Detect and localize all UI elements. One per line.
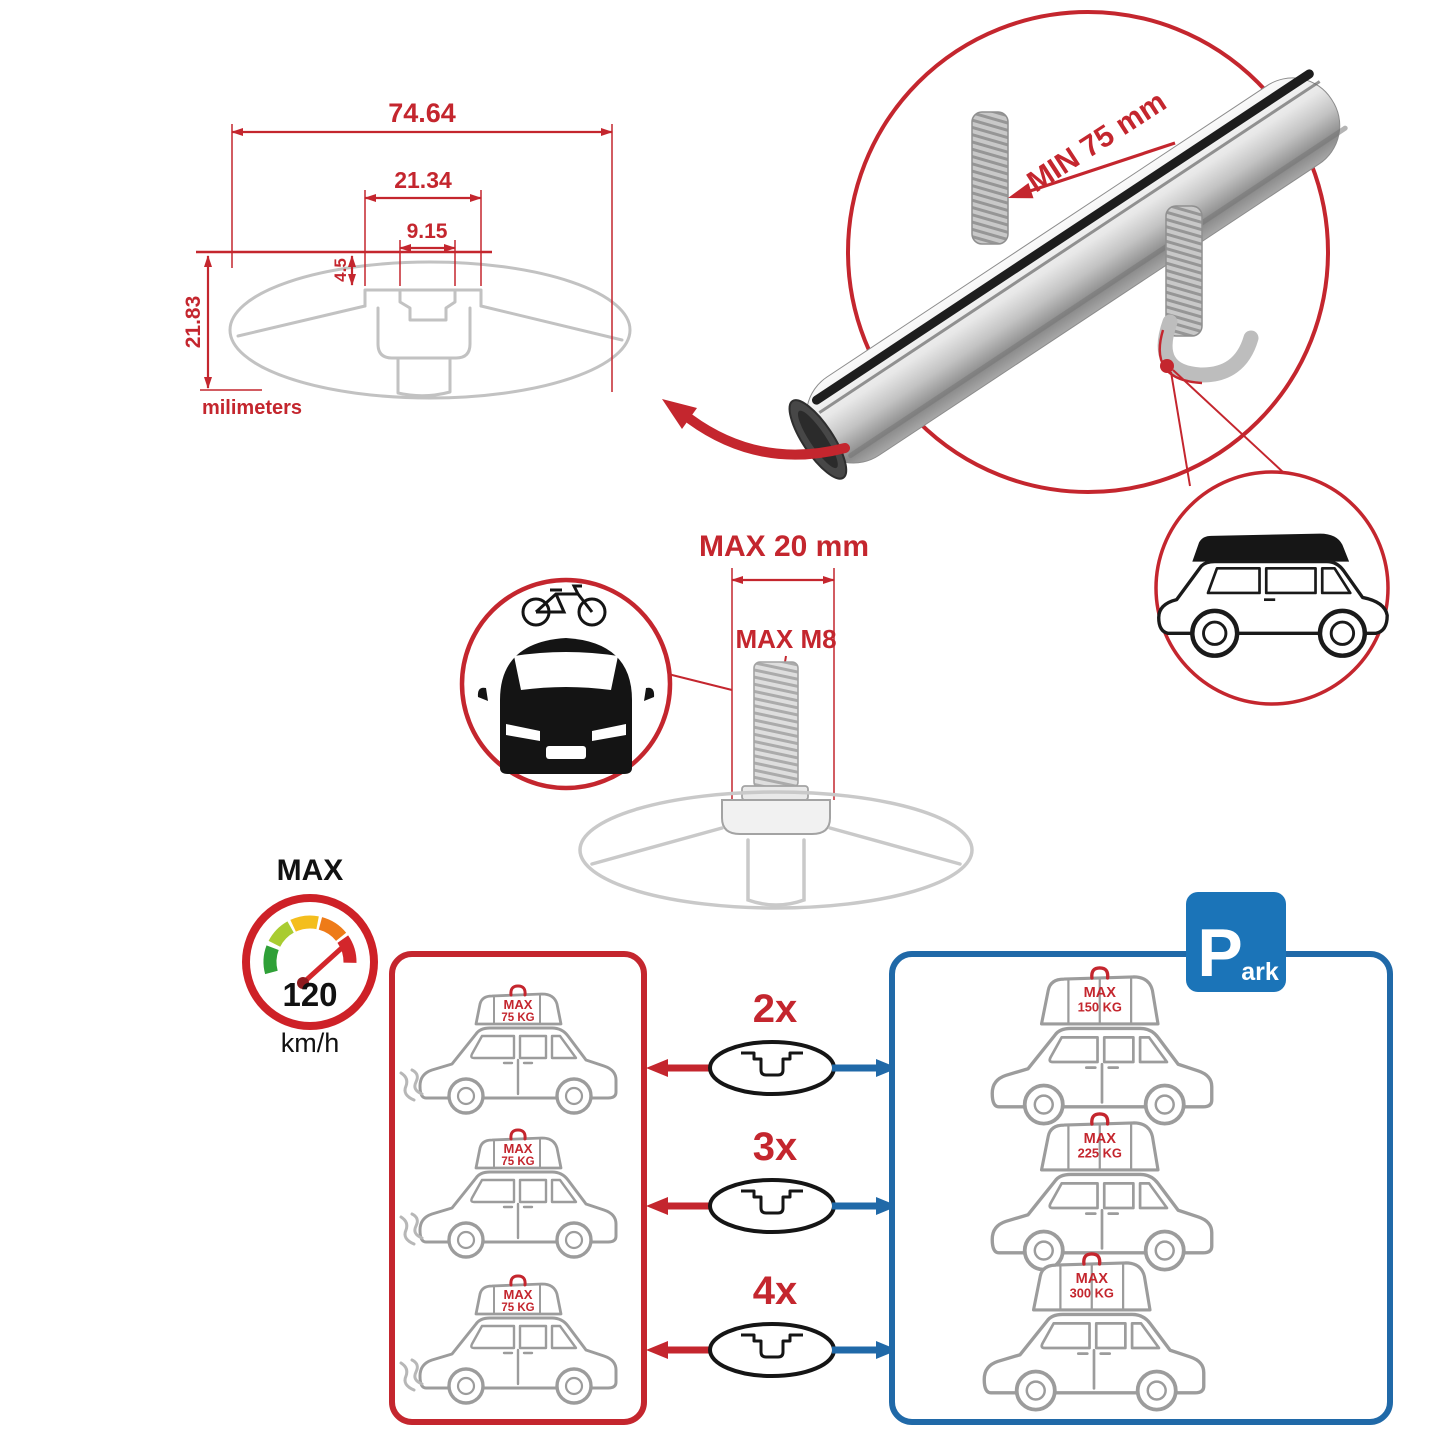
left-arrow-icon xyxy=(646,1341,668,1359)
cargo-load-label: 75 KG xyxy=(501,1012,534,1024)
cargo-hook-icon xyxy=(509,984,527,997)
right-mirror xyxy=(644,687,655,701)
car-front-icon xyxy=(477,638,655,774)
clamp-rod-front xyxy=(1165,205,1203,337)
parked-car-1: MAX 150 KG xyxy=(990,966,1214,1126)
bar-section-icon xyxy=(708,1322,836,1378)
cargo-hook-icon xyxy=(1082,1252,1102,1266)
driving-car-3: MAX 75 KG xyxy=(399,1274,618,1405)
speed-max-label: MAX xyxy=(277,854,344,887)
cargo-max-label: MAX xyxy=(1084,985,1117,1001)
bar-count-label-2: 3x xyxy=(753,1125,798,1169)
left-arrow-icon xyxy=(646,1059,668,1077)
speed-value: 120 xyxy=(282,976,337,1013)
right-arrow-icon xyxy=(876,1341,898,1359)
dim-total-height: 21.83 xyxy=(182,296,205,349)
clamp-strap xyxy=(1157,314,1259,383)
speed-limit-badge: MAX 120 km/h xyxy=(242,854,378,1058)
left-arrow-icon xyxy=(646,1197,668,1215)
driving-car-2: MAX 75 KG xyxy=(399,1128,618,1259)
left-mirror xyxy=(477,687,488,701)
park-sign-letter: P xyxy=(1197,915,1242,991)
bolt-max-length-label: MAX 20 mm xyxy=(699,530,869,563)
ghost-profile-ellipse xyxy=(578,790,974,910)
left-headlight xyxy=(506,724,540,741)
cargo-load-label: 300 KG xyxy=(1070,1286,1114,1301)
profile-ellipse xyxy=(228,260,632,400)
right-headlight xyxy=(592,724,626,741)
driving-car-1: MAX 75 KG xyxy=(399,984,618,1115)
right-arrow-icon xyxy=(876,1197,898,1215)
bar-section-icon xyxy=(708,1178,836,1234)
right-arrow-icon xyxy=(876,1059,898,1077)
parked-car-2: MAX 225 KG xyxy=(990,1112,1214,1272)
cargo-hook-icon xyxy=(509,1274,527,1287)
park-sign-board xyxy=(1186,892,1286,992)
clamp-point-dot xyxy=(1160,359,1174,373)
clamp-rod-back xyxy=(971,111,1009,245)
speed-units: km/h xyxy=(281,1028,340,1058)
driving-panel: MAX 75 KG MAX 75 KG MAX 75 KG xyxy=(389,951,647,1425)
cargo-load-label: 150 KG xyxy=(1078,1000,1122,1015)
cargo-max-label: MAX xyxy=(504,997,533,1012)
parked-panel: MAX 150 KG MAX 225 KG MAX 300 KG P ar xyxy=(889,892,1393,1425)
bolt-spec: MAX 20 mm MAX M8 xyxy=(459,530,974,910)
cargo-max-label: MAX xyxy=(504,1141,533,1156)
roofbox-car-icon xyxy=(1157,533,1389,658)
bolt-thread-label: MAX M8 xyxy=(735,624,836,654)
speedometer-needle xyxy=(300,942,348,986)
cargo-hook-icon xyxy=(1090,1112,1110,1126)
license-plate xyxy=(546,746,586,759)
bar-groove xyxy=(811,69,1314,405)
roof-box xyxy=(1192,533,1350,562)
parked-car-3: MAX 300 KG xyxy=(982,1252,1206,1412)
bolt-shaft xyxy=(753,661,799,789)
cargo-load-label: 225 KG xyxy=(1078,1146,1122,1161)
cargo-load-label: 75 KG xyxy=(501,1156,534,1168)
dim-slot-depth: 4.5 xyxy=(331,258,350,282)
park-sign: P ark xyxy=(1186,892,1286,992)
dim-slot-width: 9.15 xyxy=(407,220,448,243)
detail-circle xyxy=(846,10,1330,494)
pointer-arrowhead xyxy=(662,399,697,429)
windshield xyxy=(514,652,618,690)
bar-section-icon xyxy=(708,1040,836,1096)
park-sign-rest: ark xyxy=(1241,958,1279,986)
pointer-arrow xyxy=(685,414,850,460)
cargo-max-label: MAX xyxy=(504,1287,533,1302)
min-grip-arrowhead xyxy=(1008,183,1034,199)
bar-detail-view: MIN 75 mm xyxy=(662,10,1348,494)
crossbar-render xyxy=(788,69,1348,480)
dim-channel-width: 21.34 xyxy=(394,167,452,193)
t-slot-nut xyxy=(721,799,831,835)
cargo-max-label: MAX xyxy=(1076,1271,1109,1287)
cargo-load-label: 75 KG xyxy=(501,1302,534,1314)
bar-count-label-1: 2x xyxy=(753,987,798,1031)
crossbar-profile-diagram: 74.64 21.34 9.15 4.5 21.83 milimeters xyxy=(182,98,632,419)
bike-icon xyxy=(521,584,607,627)
cargo-hook-icon xyxy=(509,1128,527,1141)
cargo-max-label: MAX xyxy=(1084,1131,1117,1147)
units-label: milimeters xyxy=(202,397,302,419)
bar-count-column: 2x 3x 4x xyxy=(646,987,898,1378)
cargo-hook-icon xyxy=(1090,966,1110,980)
bar-count-label-3: 4x xyxy=(753,1269,798,1313)
roofbox-car-inset xyxy=(1154,470,1390,706)
dim-total-width: 74.64 xyxy=(388,98,456,128)
